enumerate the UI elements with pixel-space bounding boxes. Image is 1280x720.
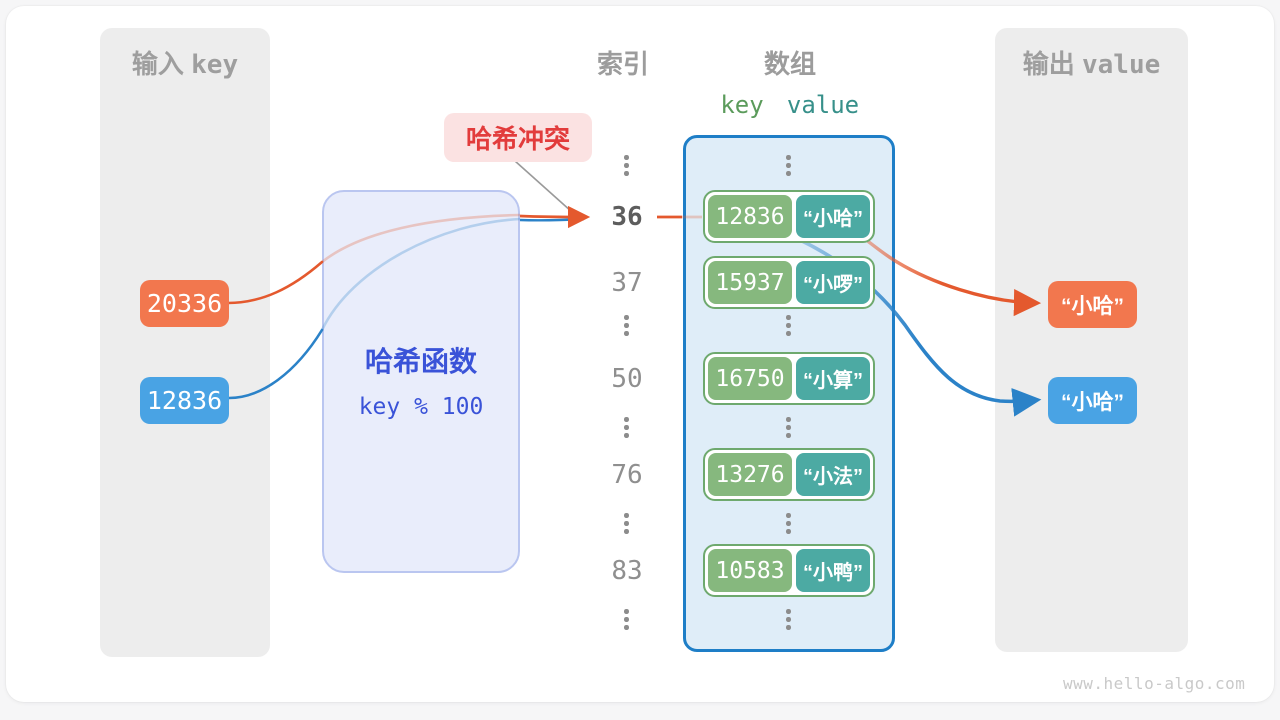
entry-value: “小啰”: [796, 261, 870, 304]
entry-key: 13276: [708, 453, 792, 496]
ellipsis-icon: [786, 315, 791, 336]
output-panel-title-zh: 输出: [1022, 49, 1075, 79]
ellipsis-icon: [624, 513, 629, 534]
ellipsis-icon: [786, 513, 791, 534]
array-entry-row: 15937 “小啰”: [703, 256, 875, 309]
watermark: www.hello-algo.com: [1063, 674, 1246, 693]
index-value-50: 50: [611, 364, 643, 394]
array-key-header: key: [720, 91, 764, 119]
ellipsis-icon: [624, 315, 629, 336]
index-value-76: 76: [611, 460, 643, 490]
input-key-20336: 20336: [140, 280, 229, 327]
array-value-header: value: [786, 91, 860, 119]
collision-badge: 哈希冲突: [444, 113, 592, 162]
output-value-blue: “小哈”: [1048, 377, 1137, 424]
output-value-orange: “小哈”: [1048, 281, 1137, 328]
array-entry-row: 16750 “小算”: [703, 352, 875, 405]
input-panel: 输入 key: [100, 28, 270, 657]
entry-key: 10583: [708, 549, 792, 592]
entry-value: “小法”: [796, 453, 870, 496]
hash-function-formula: key % 100: [358, 394, 484, 420]
entry-value: “小鸭”: [796, 549, 870, 592]
input-panel-title-zh: 输入: [131, 49, 184, 79]
entry-key: 15937: [708, 261, 792, 304]
hash-function-box: 哈希函数 key % 100: [322, 190, 520, 573]
input-panel-title: 输入 key: [100, 28, 270, 81]
entry-value: “小哈”: [796, 195, 870, 238]
index-column-title: 索引: [596, 49, 649, 79]
output-panel-title: 输出 value: [995, 28, 1188, 81]
ellipsis-icon: [786, 417, 791, 438]
entry-value: “小算”: [796, 357, 870, 400]
ellipsis-icon: [786, 155, 791, 176]
array-column-title: 数组: [763, 49, 816, 79]
array-entry-row: 10583 “小鸭”: [703, 544, 875, 597]
ellipsis-icon: [786, 609, 791, 630]
index-value-37: 37: [611, 268, 643, 298]
input-panel-title-code: key: [191, 50, 239, 80]
entry-key: 16750: [708, 357, 792, 400]
output-panel-title-code: value: [1081, 50, 1161, 80]
array-entry-row: 12836 “小哈”: [703, 190, 875, 243]
output-panel: 输出 value: [995, 28, 1188, 652]
ellipsis-icon: [624, 417, 629, 438]
ellipsis-icon: [624, 609, 629, 630]
ellipsis-icon: [624, 155, 629, 176]
hash-function-name: 哈希函数: [364, 346, 477, 377]
index-value-36: 36: [611, 202, 643, 232]
array-entry-row: 13276 “小法”: [703, 448, 875, 501]
index-value-83: 83: [611, 556, 643, 586]
input-key-12836: 12836: [140, 377, 229, 424]
entry-key: 12836: [708, 195, 792, 238]
